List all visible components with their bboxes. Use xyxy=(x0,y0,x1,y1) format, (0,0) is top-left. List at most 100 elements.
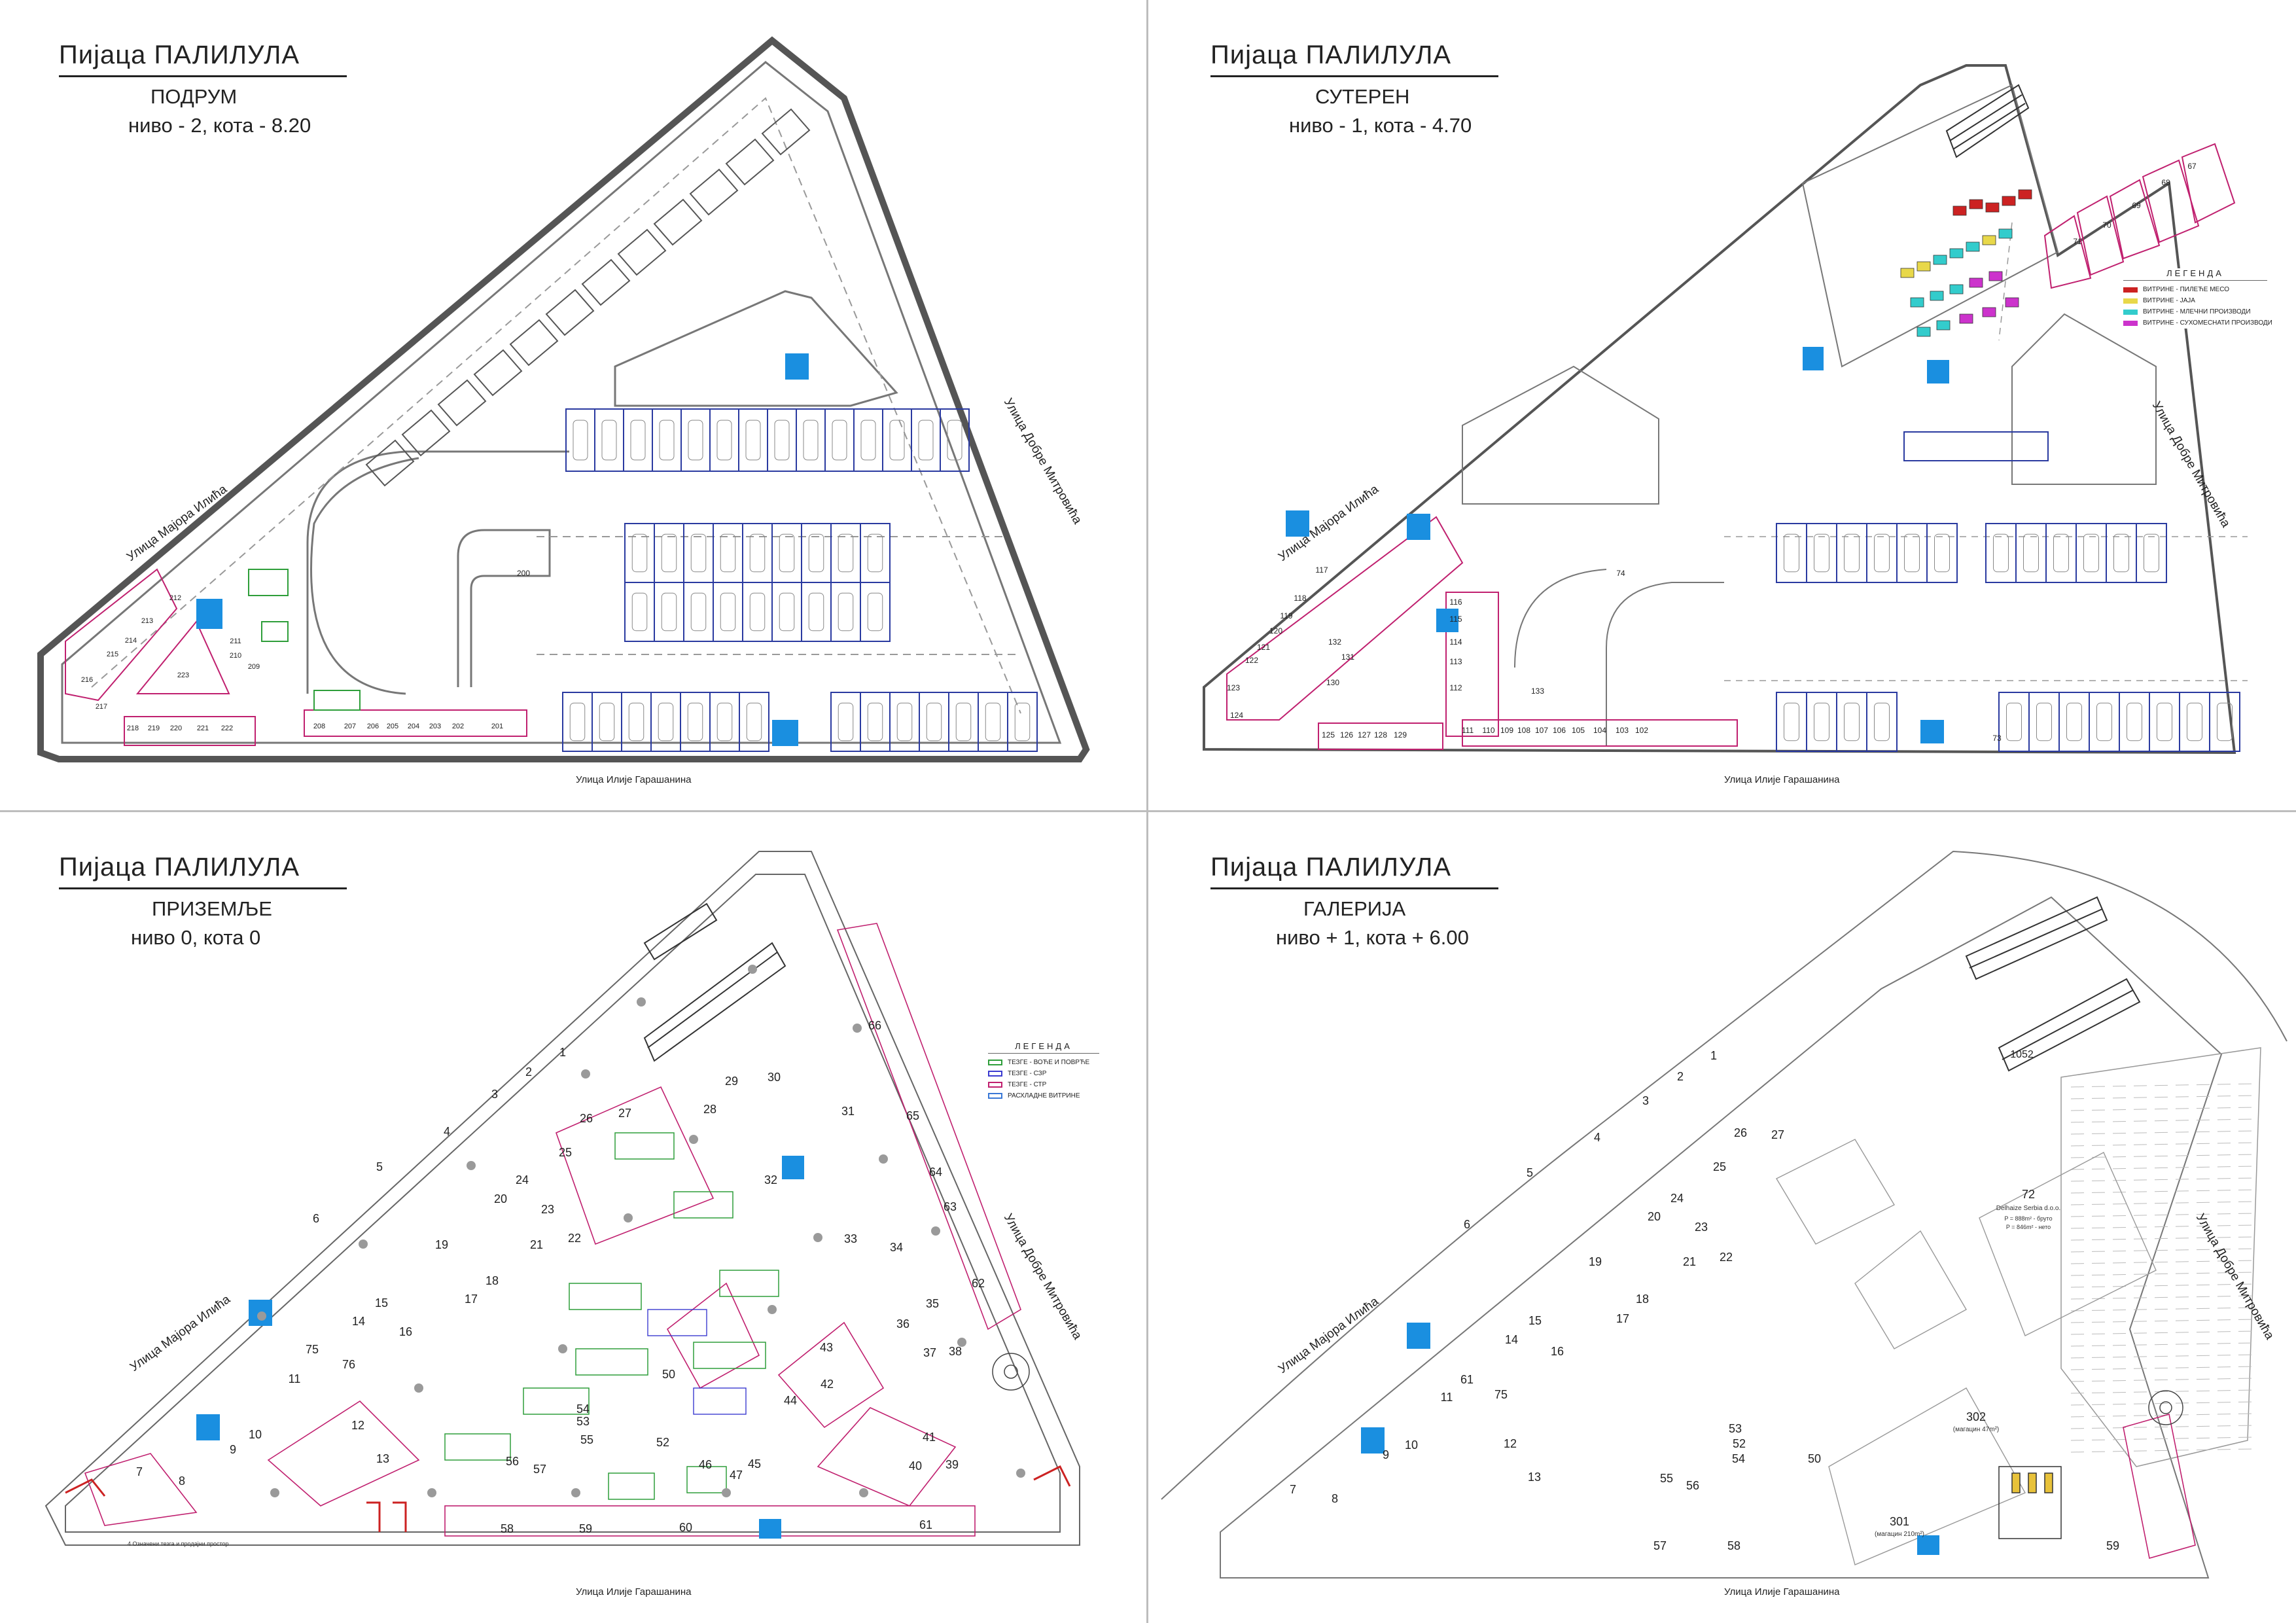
hatch-line xyxy=(2070,1436,2255,1441)
parking-space-car xyxy=(896,702,913,741)
unit-218: 218 xyxy=(127,724,139,732)
parking-space-car xyxy=(779,592,795,632)
space-302-number: 302 xyxy=(1966,1410,1986,1423)
hatch-line xyxy=(2070,1330,2255,1335)
legend-item-dairy: ВИТРИНЕ - МЛЕЧНИ ПРОИЗВОДИ xyxy=(2123,306,2267,317)
unit-10: 10 xyxy=(249,1428,262,1441)
parking-space xyxy=(1866,692,1898,752)
hatch-line xyxy=(2070,1307,2255,1311)
unit-16: 16 xyxy=(1551,1345,1564,1358)
legend-item-eggs: ВИТРИНЕ - ЈАЈА xyxy=(2123,295,2267,306)
space-72-gross: P = 888m² - бруто xyxy=(2004,1215,2052,1222)
parking-space xyxy=(1776,692,1807,752)
unit-31: 31 xyxy=(841,1105,855,1118)
parking-space xyxy=(2106,523,2137,583)
unit-73: 73 xyxy=(1992,734,2002,743)
unit-57: 57 xyxy=(533,1463,546,1476)
parking-space xyxy=(617,228,667,276)
unit-2: 2 xyxy=(1677,1070,1684,1083)
column xyxy=(467,1161,476,1170)
unit-11: 11 xyxy=(1441,1391,1453,1404)
unit-113: 113 xyxy=(1449,657,1462,666)
market-title: Пијаца ПАЛИЛУЛА xyxy=(1210,853,1498,889)
hatch-line xyxy=(2070,1083,2255,1088)
unit-4: 4 xyxy=(1594,1131,1600,1144)
parking-space-car xyxy=(1904,533,1920,573)
unit-44: 44 xyxy=(784,1394,797,1407)
parking-space xyxy=(2089,692,2120,752)
unit-130: 130 xyxy=(1326,678,1339,687)
unit-129: 129 xyxy=(1394,730,1407,740)
elevators-gallery xyxy=(1361,1323,1939,1555)
column xyxy=(558,1344,567,1353)
parking-space xyxy=(771,582,802,642)
hatch-line xyxy=(2070,1342,2255,1347)
unit-124: 124 xyxy=(1230,711,1243,720)
column xyxy=(624,1213,633,1222)
unit-118: 118 xyxy=(1294,594,1306,603)
parking-space-car xyxy=(2217,702,2233,741)
parking-space xyxy=(624,523,655,583)
parking-space-car xyxy=(658,702,674,741)
parking-space-car xyxy=(631,592,648,632)
parking-space-car xyxy=(746,702,762,741)
column xyxy=(931,1226,940,1236)
unit-20: 20 xyxy=(1648,1210,1661,1223)
unit-67: 67 xyxy=(2187,162,2197,171)
legend-item-fruit: ТЕЗГЕ - ВОЋЕ И ПОВРЋЕ xyxy=(988,1057,1099,1068)
parking-space xyxy=(2075,523,2107,583)
supermarket-hatch-gallery xyxy=(2070,1083,2255,1453)
elevators-souterrain xyxy=(1286,347,1949,743)
escalators-ground xyxy=(643,902,786,1062)
parking-space-car xyxy=(630,419,646,461)
legend-title: ЛЕГЕНДА xyxy=(988,1041,1099,1054)
display-case xyxy=(1900,268,1915,278)
unit-23: 23 xyxy=(541,1203,554,1216)
parking-space xyxy=(824,408,855,472)
unit-32: 32 xyxy=(764,1173,777,1186)
unit-38: 38 xyxy=(949,1345,962,1358)
unit-55: 55 xyxy=(580,1433,593,1446)
column xyxy=(722,1488,731,1497)
column xyxy=(257,1311,266,1321)
display-case xyxy=(1949,284,1964,294)
unit-217: 217 xyxy=(96,703,107,711)
hatch-line xyxy=(2070,1425,2255,1429)
parking-space xyxy=(713,523,743,583)
legend-item-dry: ВИТРИНЕ - СУХОМЕСНАТИ ПРОИЗВОДИ xyxy=(2123,317,2272,329)
parking-space-car xyxy=(2187,702,2202,741)
unit-64: 64 xyxy=(929,1166,942,1179)
parking-space-car xyxy=(661,533,677,573)
parking-space xyxy=(1985,523,2017,583)
unit-59: 59 xyxy=(2106,1539,2119,1552)
unit-24: 24 xyxy=(516,1173,529,1186)
parking-space xyxy=(1866,523,1898,583)
ground-note: 4 Означени тезга и продајни простор xyxy=(128,1541,229,1547)
unit-63: 63 xyxy=(944,1200,957,1213)
parking-space xyxy=(2136,523,2167,583)
unit-29: 29 xyxy=(725,1075,738,1088)
parking-space xyxy=(860,582,891,642)
market-title: Пијаца ПАЛИЛУЛА xyxy=(59,41,347,77)
unit-53: 53 xyxy=(1729,1422,1742,1435)
unit-123: 123 xyxy=(1227,683,1240,692)
entrances-ground xyxy=(65,1465,1071,1532)
spiral-stair-ground xyxy=(992,1353,1030,1391)
unit-106: 106 xyxy=(1553,726,1566,735)
parking-space xyxy=(940,408,970,472)
display-case xyxy=(1959,313,1973,324)
unit-127: 127 xyxy=(1358,730,1371,740)
unit-69: 69 xyxy=(2132,201,2141,210)
level-name: ПОДРУМ xyxy=(150,85,238,108)
unit-104: 104 xyxy=(1593,726,1606,735)
parking-row-bottom-basement xyxy=(562,692,1038,752)
unit-19: 19 xyxy=(435,1238,448,1251)
parking-space xyxy=(473,349,523,397)
parking-space xyxy=(689,168,739,216)
unit-62: 62 xyxy=(972,1277,985,1290)
parking-space-car xyxy=(599,702,615,741)
unit-58: 58 xyxy=(501,1522,514,1535)
parking-space-car xyxy=(1844,702,1860,741)
